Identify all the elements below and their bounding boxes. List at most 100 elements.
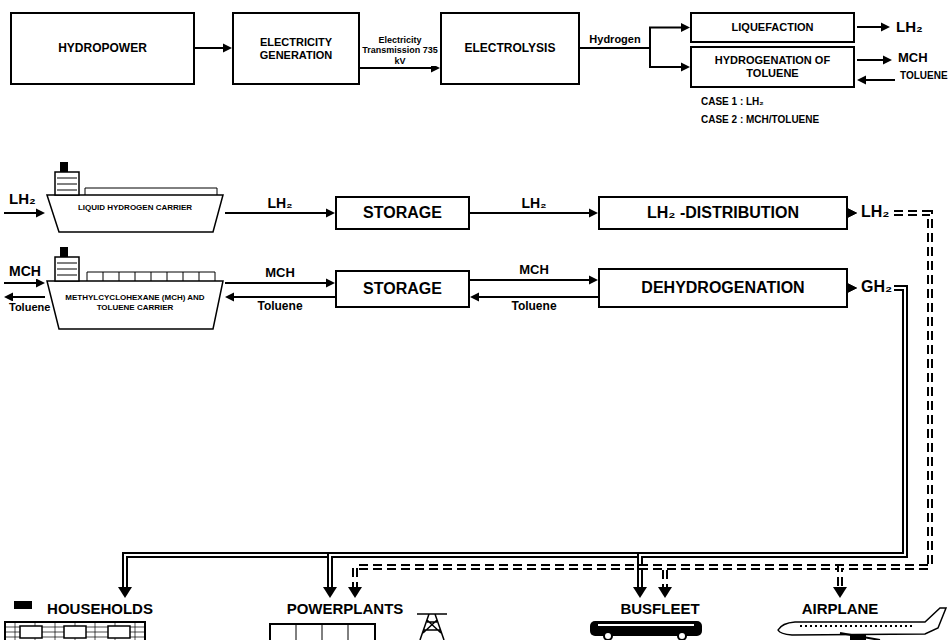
free-label: MCH [8,263,42,279]
connector [633,284,905,599]
double-line-inner [640,288,905,587]
free-label: GH₂ [860,278,893,296]
process-box: LIQUEFACTION [690,12,855,43]
arrow-head [633,587,647,598]
connector-line [195,47,223,49]
end-use-label: BUSFLEET [600,598,720,619]
engine [850,635,866,640]
brick-pattern [5,622,145,640]
arrow-line [866,79,895,81]
end-use-label: HOUSEHOLDS [40,598,160,619]
arrow-head [848,209,857,218]
end-use-label: POWERPLANTS [280,598,410,619]
node-text: STORAGE [363,280,442,298]
double-line-inner [125,288,905,587]
arrow-head [681,63,690,72]
building-wall [5,622,145,640]
bridge-windows [57,263,77,275]
connector [658,209,930,599]
free-label: MCH [897,51,929,66]
process-box: ELECTRICITY GENERATION [232,12,360,85]
node-text: METHYLCYCLOHEXANE (MCH) AND TOLUENE CARR… [60,293,210,312]
connector-label: LH₂ [266,195,295,211]
arrow-head [223,44,232,53]
wheel [604,632,612,640]
ship-bridge [55,172,79,195]
node-text: HYDROPOWER [58,42,147,56]
bus [590,621,702,640]
storage-box: STORAGE [335,270,470,308]
arrow-head [848,209,857,218]
arrow-head [848,284,857,293]
free-label: LH₂ [895,18,924,35]
free-label: LH₂ [860,203,890,221]
arrow-head [848,284,857,293]
node-text: BUSFLEET [620,600,699,617]
connector [833,209,930,599]
node-text: HOUSEHOLDS [47,600,153,617]
arrow-head [589,276,598,285]
connector-label: MCH [517,263,551,278]
node-text: AIRPLANE [802,600,879,617]
bridge-windows [57,178,77,190]
ship-outline [45,160,225,235]
window [64,626,86,638]
arrow-head [848,284,857,293]
arrow-line [857,26,882,28]
connector-label: Hydrogen [587,33,642,46]
double-line-inner [840,213,930,587]
connector [580,48,690,72]
arrow-head [833,587,847,598]
double-line-outer [125,288,905,587]
hall-lines [296,624,348,640]
connector-line [225,282,326,284]
free-label: Toluene [8,301,51,314]
node-text: STORAGE [363,204,442,222]
process-box: DEHYDROGENATION [598,268,848,308]
powerplant [270,614,447,640]
process-box: HYDROGENATION OF TOLUENE [690,46,855,88]
process-box: ELECTROLYSIS [440,12,580,85]
double-line-inner [330,288,905,587]
storage-box: STORAGE [335,196,470,230]
free-label: CASE 2 : MCH/TOLUENE [700,114,820,126]
free-label: LH₂ [8,190,37,207]
arrow-head [658,587,672,598]
process-box: HYDROPOWER [10,12,195,85]
window [20,626,42,638]
connector-label: Toluene [255,300,304,314]
connector-line [360,67,431,69]
connector [195,44,232,53]
arrow-head [323,587,337,598]
household-icon [14,601,32,609]
ship-bridge [55,257,79,281]
arrow-head [118,587,132,598]
connector-label: MCH [263,266,297,281]
connector-line [479,296,598,298]
connector [118,284,905,599]
connector [323,284,905,599]
window [108,626,130,638]
connector-line [470,212,589,214]
double-line-outer [840,213,930,587]
node-text: POWERPLANTS [287,600,404,617]
arrow-head [881,23,890,32]
free-label: CASE 1 : LH₂ [700,96,765,108]
node-text: ELECTRICITY GENERATION [240,36,352,61]
process-box: LH₂ -DISTRIBUTION [598,196,848,230]
arrow-head [883,56,892,65]
ship-carrier: LIQUID HYDROGEN CARRIER [45,160,225,235]
arrow-head [36,209,45,218]
connector-line [470,279,589,281]
free-label: TOLUENE [899,70,949,82]
arrow-head [589,209,598,218]
connector-label: LH₂ [520,195,549,211]
ship-carrier: METHYLCYCLOHEXANE (MCH) AND TOLUENE CARR… [45,245,225,333]
connector [348,209,930,599]
arrow-head [36,279,45,288]
cabin-windows [800,625,915,627]
bus-windows [598,624,694,626]
node-text: LIQUID HYDROGEN CARRIER [60,203,210,213]
arrow-head [326,279,335,288]
arrow-line [4,282,37,284]
